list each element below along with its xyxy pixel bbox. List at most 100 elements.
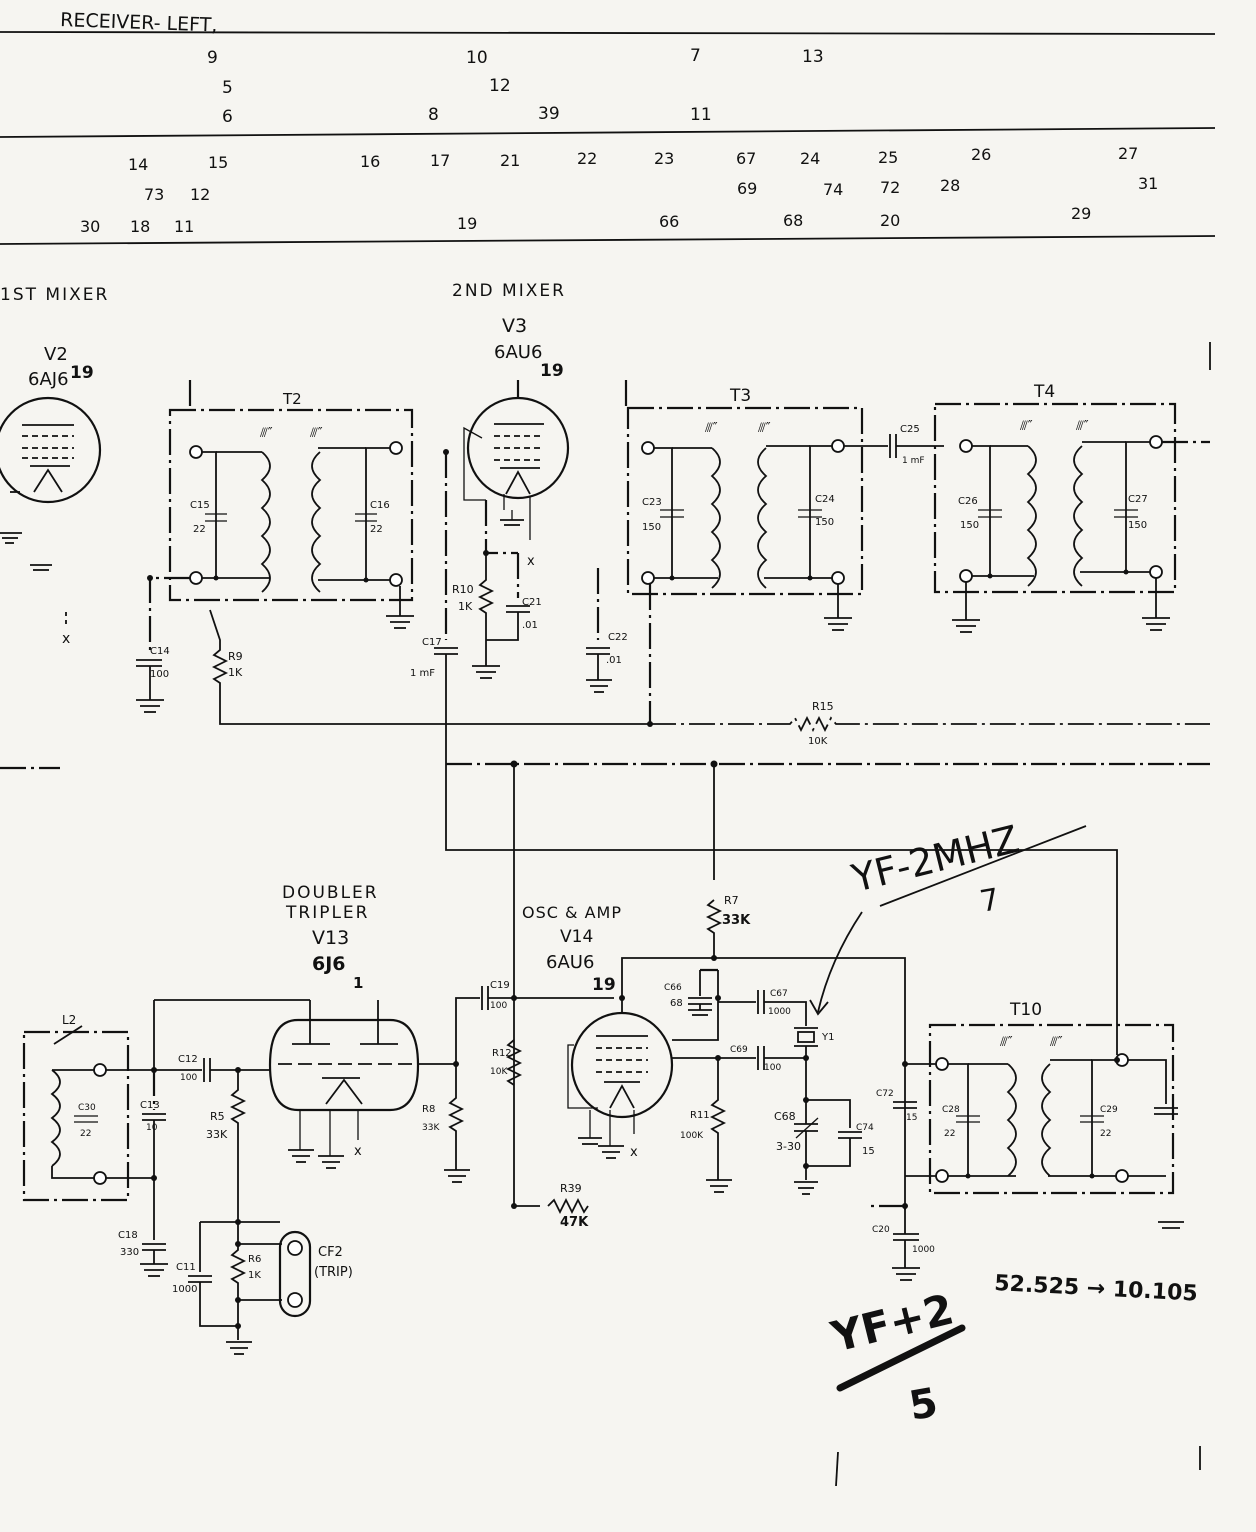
tube-v2: x	[0, 396, 102, 647]
stage-label-osc: OSC & AMP	[522, 903, 622, 922]
label-c68: C68	[774, 1110, 796, 1123]
header-num: 67	[736, 149, 756, 168]
header-num: 13	[802, 47, 824, 67]
handwritten-note-freq: 52.525 → 10.105	[994, 1271, 1199, 1307]
label-c27: C27	[1128, 494, 1148, 505]
stage-label-doubler: DOUBLER	[282, 883, 379, 903]
svg-text:5: 5	[906, 1380, 941, 1430]
header-num: 26	[971, 145, 991, 164]
tube-suffix-v3: 19	[540, 361, 564, 381]
label-c11: C11	[176, 1262, 196, 1273]
label-c12: C12	[178, 1054, 198, 1065]
header-num: 30	[80, 217, 100, 236]
header-table: RECEIVER- LEFT, 9 5 6 10 12 8 39 7 11 13…	[0, 9, 1216, 245]
label-c12-value: 100	[180, 1073, 197, 1083]
transformer-t10: T10 C28 22 C29 22 ⫻″ ⫻″	[928, 1000, 1175, 1195]
label-c11-value: 1000	[172, 1284, 197, 1295]
label-c67: C67	[770, 989, 788, 999]
stage-label-mixer1: 1ST MIXER	[0, 285, 109, 305]
label-c22: C22	[608, 632, 628, 643]
label-c26-value: 150	[960, 520, 979, 531]
terminal-x-label: x	[630, 1145, 638, 1160]
tube-v13: x	[268, 1000, 420, 1169]
label-c72: C72	[876, 1089, 894, 1099]
label-c74-value: 15	[862, 1146, 875, 1157]
label-r11: R11	[690, 1110, 710, 1121]
label-c19: C19	[490, 980, 510, 991]
header-num: 12	[489, 76, 511, 96]
tuning-slug-mark: ⫻″	[260, 426, 273, 441]
crystal-filter-cf2: CF2 (TRIP)	[278, 1230, 353, 1318]
header-num: 19	[457, 214, 477, 233]
tuning-slug-mark: ⫻″	[705, 421, 718, 436]
stage-label-mixer2: 2ND MIXER	[452, 281, 566, 301]
label-c28: C28	[942, 1105, 960, 1115]
header-num: 17	[430, 151, 450, 170]
label-c17: C17	[422, 637, 442, 648]
header-num: 31	[1138, 174, 1158, 193]
transformer-t3: T3 C23 150 C24 150 ⫻″ ⫻″	[626, 386, 864, 631]
label-c13-value: 10	[146, 1123, 158, 1133]
label-c69-value: 100	[764, 1063, 781, 1073]
header-num: 72	[880, 178, 900, 197]
tube-label-v13: V13	[312, 927, 349, 949]
transformer-label-t10: T10	[1009, 1000, 1042, 1020]
header-num: 16	[360, 152, 380, 171]
label-r15: R15	[812, 700, 834, 713]
header-num: 27	[1118, 144, 1138, 163]
tube-v3: x	[463, 380, 570, 569]
label-r8-value: 33K	[422, 1123, 440, 1133]
header-num: 68	[783, 211, 803, 230]
header-num: 69	[737, 179, 757, 198]
header-num: 15	[208, 153, 228, 172]
label-r11-value: 100K	[680, 1131, 704, 1141]
tube-v14: x	[567, 995, 674, 1160]
label-r10: R10	[452, 583, 474, 596]
header-num: 21	[500, 151, 520, 170]
header-num: 74	[823, 180, 843, 199]
header-num: 66	[659, 212, 679, 231]
header-title: RECEIVER- LEFT,	[60, 9, 218, 36]
terminal-x-label: x	[354, 1144, 362, 1159]
label-c25-value: 1 mF	[902, 456, 925, 466]
tube-type-v13: 6J6	[312, 953, 346, 975]
label-c18: C18	[118, 1230, 138, 1241]
header-num: 18	[130, 217, 150, 236]
label-c20: C20	[872, 1225, 890, 1235]
label-c68-value: 3-30	[776, 1140, 801, 1153]
label-c27-value: 150	[1128, 520, 1147, 531]
label-r10-value: 1K	[458, 600, 473, 613]
header-num: 20	[880, 211, 900, 230]
header-num: 5	[222, 78, 233, 98]
label-c72-value: 15	[906, 1113, 917, 1123]
label-y1: Y1	[821, 1032, 834, 1043]
header-num: 9	[207, 48, 218, 68]
label-c30: C30	[78, 1103, 96, 1113]
svg-text:7: 7	[977, 882, 1002, 920]
label-r9: R9	[228, 650, 243, 663]
label-r5: R5	[210, 1110, 225, 1123]
transformer-label-t4: T4	[1033, 382, 1055, 402]
header-num: 25	[878, 148, 898, 167]
header-num: 22	[577, 149, 597, 168]
label-r6: R6	[248, 1254, 261, 1265]
label-c18-value: 330	[120, 1247, 139, 1258]
header-num: 6	[222, 107, 233, 127]
label-c69: C69	[730, 1045, 748, 1055]
label-c19-value: 100	[490, 1001, 507, 1011]
label-c24-value: 150	[815, 517, 834, 528]
label-cf2-trip: (TRIP)	[314, 1265, 353, 1280]
tuning-slug-mark: ⫻″	[1050, 1035, 1063, 1050]
label-c15: C15	[190, 500, 210, 511]
label-c28-value: 22	[944, 1129, 955, 1139]
label-c29: C29	[1100, 1105, 1118, 1115]
label-c29-value: 22	[1100, 1129, 1111, 1139]
label-c67-value: 1000	[768, 1007, 791, 1017]
header-num: 12	[190, 185, 210, 204]
tuning-slug-mark: ⫻″	[1076, 419, 1089, 434]
transformer-label-t3: T3	[729, 386, 751, 406]
stage-label-tripler: TRIPLER	[285, 903, 370, 923]
tuning-slug-mark: ⫻″	[758, 421, 771, 436]
label-c14-value: 100	[150, 669, 169, 680]
